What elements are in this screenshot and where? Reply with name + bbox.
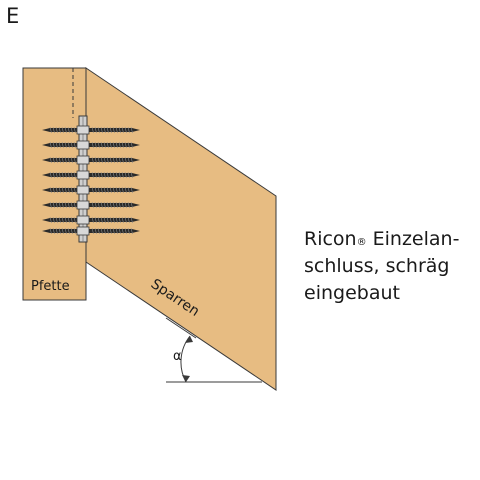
caption-line-1: Ricon® Einzelan- [304,226,459,253]
caption-line-1-rest: Einzelan- [366,228,460,250]
caption-brand: Ricon [304,228,357,250]
screw [42,215,140,225]
screw [42,185,140,195]
screw [42,170,140,180]
caption-line-2: schluss, schräg [304,255,450,277]
panel-letter: E [6,4,20,28]
angle-label: α [173,349,182,364]
screw [42,140,140,150]
registered-mark: ® [356,237,367,248]
purlin [22,67,87,301]
screw-group [42,125,140,236]
rafter-extension-line [165,317,197,339]
caption-line-3: eingebaut [304,282,400,304]
angle-arrow-bottom [182,375,190,382]
caption: Ricon® Einzelan- schluss, schräg eingeba… [304,226,459,307]
screw [42,200,140,210]
angle-arrow-top [185,336,193,343]
screw [42,125,140,135]
screw [42,226,140,236]
screw [42,155,140,165]
purlin-label: Pfette [31,279,70,294]
